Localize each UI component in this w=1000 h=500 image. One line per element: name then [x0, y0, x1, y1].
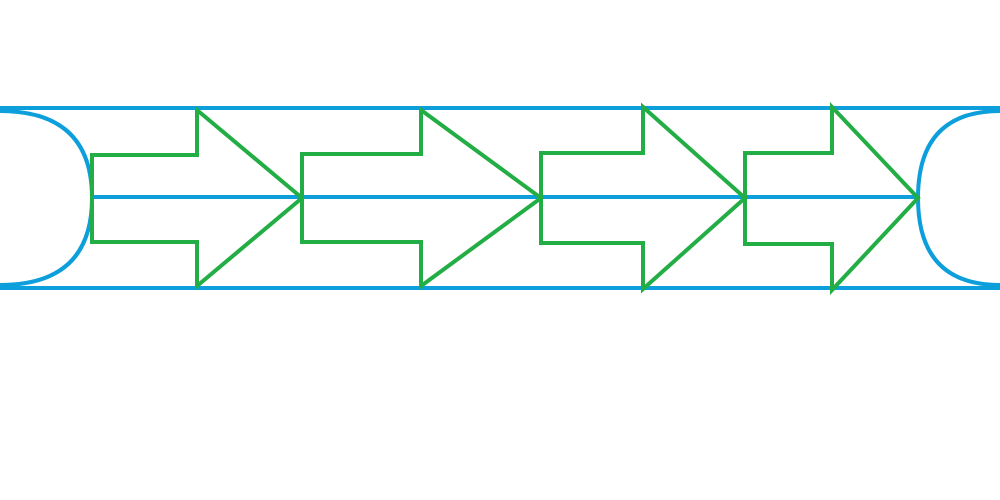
- right-half-circle: [918, 111, 1000, 285]
- guide-lines: [0, 108, 1000, 288]
- left-half-circle: [0, 111, 92, 285]
